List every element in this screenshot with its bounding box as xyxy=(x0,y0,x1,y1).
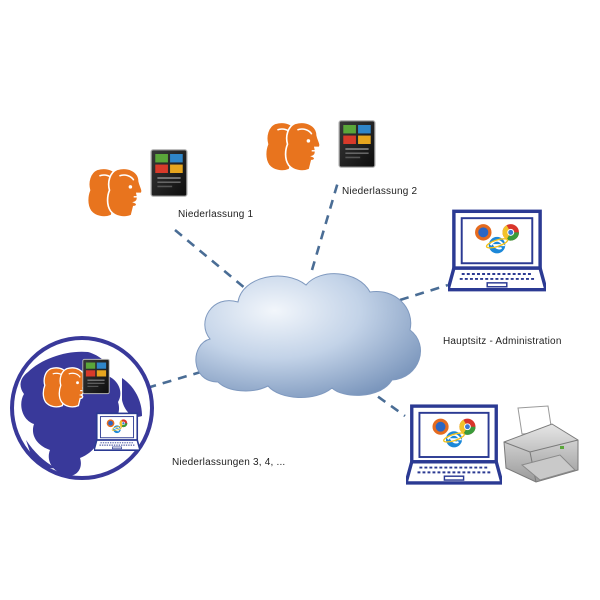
printer-icon xyxy=(503,405,579,483)
printer-site-group xyxy=(406,405,579,483)
laptop-icon xyxy=(448,211,546,289)
connector-headquarters xyxy=(399,283,449,302)
laptop-icon xyxy=(94,413,140,450)
people-icon xyxy=(86,167,143,218)
connector-printer-site xyxy=(351,376,406,418)
touch-terminal-icon xyxy=(150,149,188,197)
globe-icon xyxy=(10,336,154,480)
branch-1-group xyxy=(86,149,188,218)
label-headquarters: Hauptsitz - Administration xyxy=(443,336,562,347)
label-branches-more: Niederlassungen 3, 4, ... xyxy=(172,457,286,468)
laptop-icon xyxy=(406,406,502,483)
touch-terminal-icon xyxy=(82,358,110,395)
label-branch-1: Niederlassung 1 xyxy=(178,209,254,220)
branch-2-group xyxy=(264,120,376,172)
connector-branch-1 xyxy=(174,229,253,295)
touch-terminal-icon xyxy=(338,120,376,168)
cloud-icon xyxy=(195,273,421,399)
label-branch-2: Niederlassung 2 xyxy=(342,186,418,197)
people-icon xyxy=(264,121,321,172)
connector-branch-2 xyxy=(310,181,340,271)
